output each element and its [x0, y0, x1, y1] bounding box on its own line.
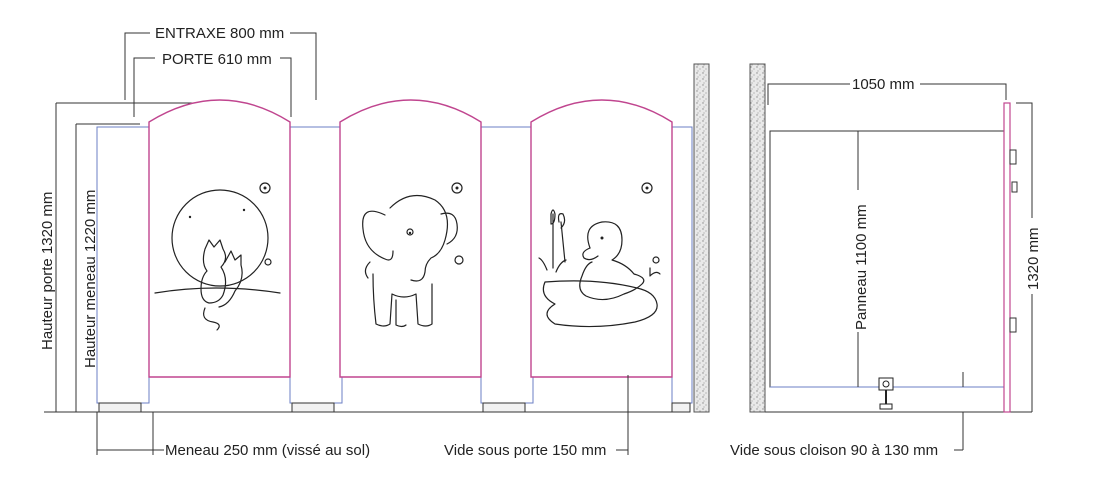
mullion-foot-1 — [98, 402, 142, 413]
porte-dimension: PORTE 610 mm — [133, 51, 292, 117]
entraxe-dimension: ENTRAXE 800 mm — [124, 25, 317, 100]
hauteur-meneau-dimension: Hauteur meneau 1220 mm — [75, 123, 140, 412]
hauteur-totale-dimension: 1320 mm — [1016, 102, 1042, 412]
meneau-dimension: Meneau 250 mm (vissé au sol) — [96, 412, 370, 459]
mullion-1 — [96, 126, 150, 404]
hinge-bottom — [1009, 317, 1017, 333]
mullion-2 — [289, 126, 343, 404]
hauteur-meneau-label: Hauteur meneau 1220 mm — [82, 190, 99, 368]
vide-porte-label: Vide sous porte 150 mm — [444, 442, 606, 459]
wall-section-left — [693, 63, 710, 413]
wall-section-right — [749, 63, 766, 413]
elephant-icon — [362, 194, 464, 328]
mullions — [96, 126, 693, 413]
entraxe-label: ENTRAXE 800 mm — [155, 25, 284, 42]
largeur-panneau-dimension: 1050 mm — [767, 76, 1007, 105]
door-1 — [148, 99, 291, 378]
side-door-edge — [1003, 102, 1011, 413]
hinge-top — [1009, 149, 1017, 165]
mullion-4 — [671, 126, 693, 404]
door-2 — [339, 99, 482, 378]
porte-label: PORTE 610 mm — [162, 51, 272, 68]
door-3 — [530, 99, 673, 378]
hauteur-porte-label: Hauteur porte 1320 mm — [39, 192, 56, 350]
panneau-dimension: Panneau 1100 mm — [853, 130, 870, 387]
lock-icon — [259, 182, 271, 194]
panneau-label: Panneau 1100 mm — [853, 204, 870, 330]
side-panel — [765, 102, 1032, 413]
vide-cloison-dimension: Vide sous cloison 90 à 130 mm — [730, 372, 964, 459]
adjustable-foot-icon — [878, 377, 894, 410]
meneau-label: Meneau 250 mm (vissé au sol) — [165, 442, 370, 459]
mullion-foot-2 — [291, 402, 335, 413]
mullion-foot-3 — [482, 402, 526, 413]
hauteur-porte-dimension: Hauteur porte 1320 mm — [39, 102, 216, 412]
lock-icon — [451, 182, 463, 194]
largeur-panneau-label: 1050 mm — [852, 76, 915, 93]
vide-cloison-label: Vide sous cloison 90 à 130 mm — [730, 442, 938, 459]
hauteur-totale-label: 1320 mm — [1025, 227, 1042, 290]
mullion-foot-4 — [671, 402, 691, 413]
cat-moon-icon — [154, 189, 281, 331]
vide-porte-dimension: Vide sous porte 150 mm — [444, 375, 629, 459]
mullion-3 — [480, 126, 534, 404]
duck-icon — [538, 209, 661, 328]
lock-icon — [641, 182, 653, 194]
